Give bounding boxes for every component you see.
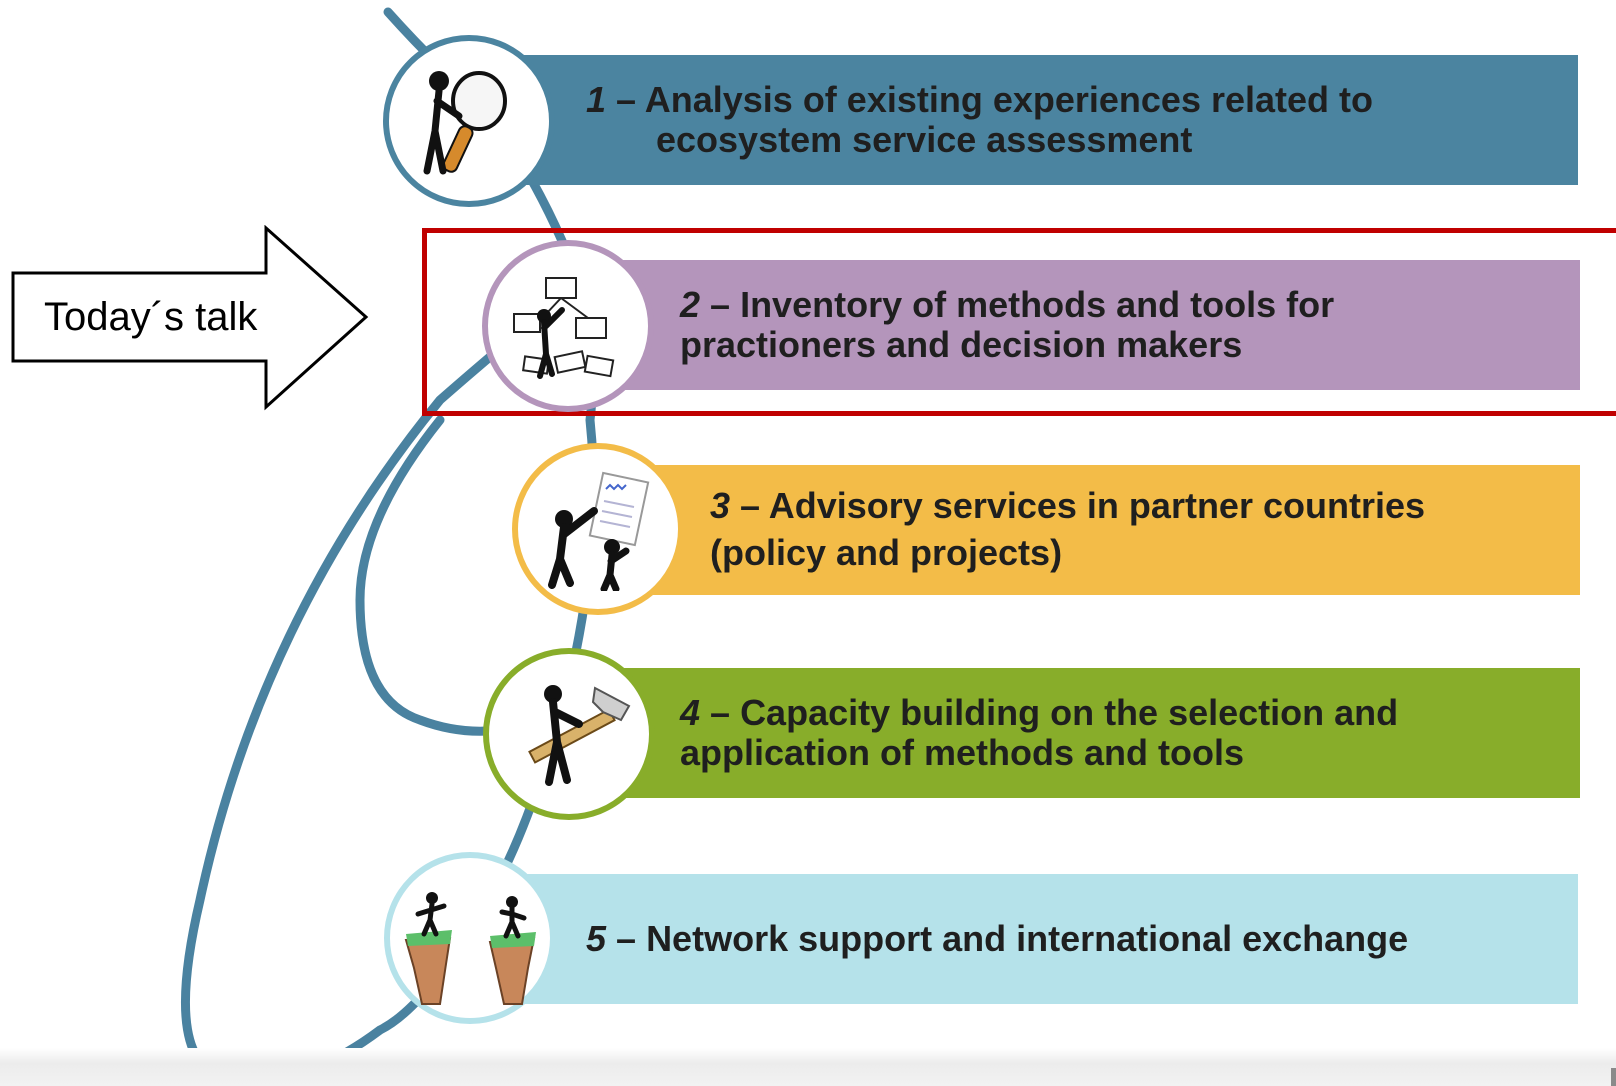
- step-2-circle: [482, 240, 654, 412]
- step-4-circle: [483, 648, 655, 820]
- todays-talk-label: Today´s talk: [44, 295, 258, 339]
- todays-talk-highlight: [422, 228, 1616, 416]
- mindmap-person-icon: [513, 277, 615, 379]
- step-4-text: 4 – Capacity building on the selection a…: [680, 691, 1399, 773]
- footer-band: [0, 1048, 1616, 1086]
- step-2-text: 2 – Inventory of methods and tools for p…: [680, 283, 1335, 365]
- step-3-bar: 3 – Advisory services in partner countri…: [595, 465, 1580, 595]
- step-3-circle: [512, 443, 684, 615]
- step-1-text: 1 – Analysis of existing experiences rel…: [586, 78, 1374, 160]
- step-1-circle: [383, 35, 555, 207]
- todays-talk-arrow: [11, 225, 369, 411]
- step-4-bar: 4 – Capacity building on the selection a…: [560, 668, 1580, 798]
- step-5-text: 5 – Network support and international ex…: [586, 917, 1409, 959]
- step-1-bar: 1 – Analysis of existing experiences rel…: [476, 55, 1578, 185]
- footer-mark: [1611, 1068, 1616, 1086]
- step-3-text: 3 – Advisory services in partner countri…: [710, 485, 1425, 573]
- step-2-bar: 2 – Inventory of methods and tools for p…: [560, 260, 1580, 390]
- hammer-person-icon: [528, 685, 631, 786]
- cliffs-people-icon: [404, 892, 536, 1005]
- step-5-circle: [384, 852, 556, 1024]
- flipchart-people-icon: [548, 471, 650, 591]
- step-5-bar: 5 – Network support and international ex…: [476, 874, 1578, 1004]
- magnifier-person-icon: [423, 71, 507, 175]
